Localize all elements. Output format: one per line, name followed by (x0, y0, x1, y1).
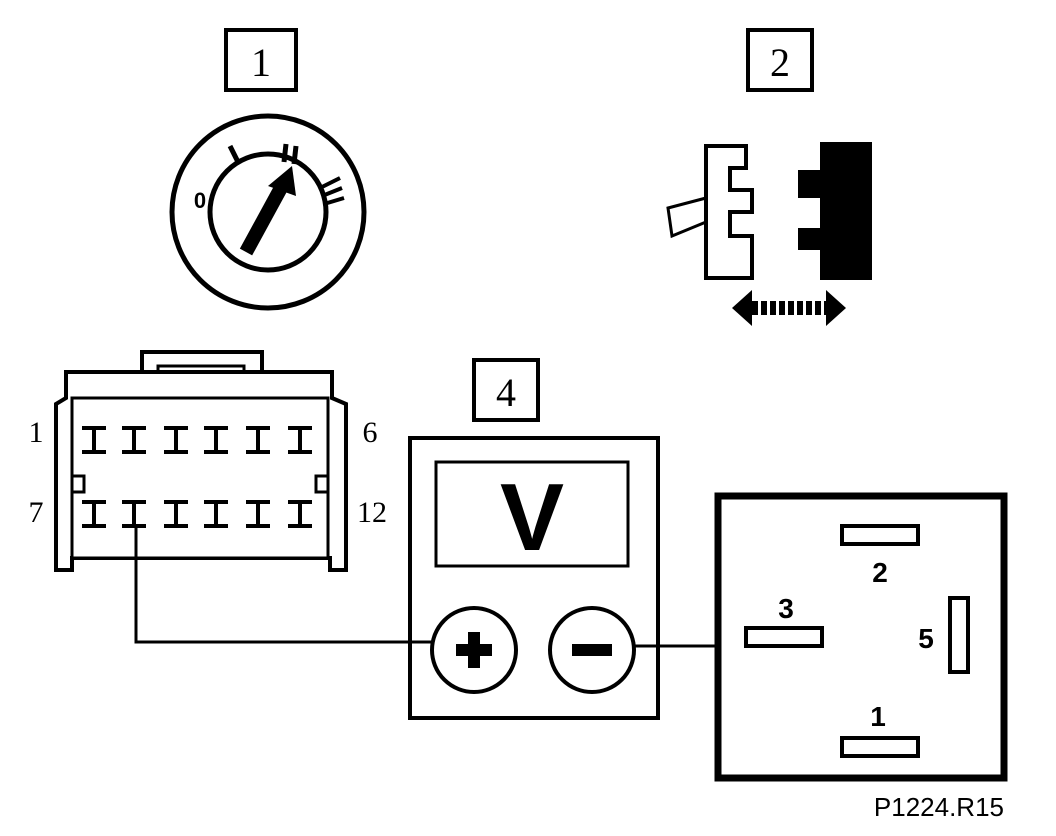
voltmeter-unit: V (500, 464, 564, 571)
step4-label: 4 (496, 370, 516, 415)
connector-pins-top (82, 426, 312, 454)
relay-terminal-2 (840, 524, 920, 546)
relay: 2 3 5 1 (714, 492, 1008, 782)
figure-reference: P1224.R15 (874, 792, 1004, 822)
ignition-switch-icon: 0 (169, 113, 367, 311)
step2-box (746, 28, 814, 92)
relay-label-1: 1 (870, 701, 886, 732)
connector-pins-bottom (82, 500, 312, 528)
pin-label-1: 1 (29, 416, 44, 449)
relay-terminal-1 (840, 736, 920, 758)
ignition-pos-0: 0 (194, 188, 206, 213)
relay-label-3: 3 (778, 593, 794, 624)
pin-label-6: 6 (363, 416, 378, 449)
step2-group: 2 (666, 28, 872, 326)
step1-label: 1 (251, 40, 271, 85)
relay-terminal-3 (744, 626, 824, 648)
step2-label: 2 (770, 40, 790, 85)
step4-group: 4 V (408, 358, 660, 720)
pin-label-12: 12 (357, 496, 387, 529)
voltmeter: V (408, 436, 660, 720)
pin-label-7: 7 (29, 496, 44, 529)
step1-box (224, 28, 298, 92)
relay-label-2: 2 (872, 557, 888, 588)
connector-disconnect-icon (666, 142, 872, 326)
relay-terminal-5 (948, 596, 970, 674)
voltmeter-display (434, 460, 630, 568)
step1-group: 1 0 (169, 28, 367, 311)
connector-12pin: 1 6 7 12 (29, 350, 387, 572)
wire-plus (134, 526, 432, 644)
relay-label-5: 5 (918, 623, 934, 654)
step4-box (472, 358, 540, 422)
